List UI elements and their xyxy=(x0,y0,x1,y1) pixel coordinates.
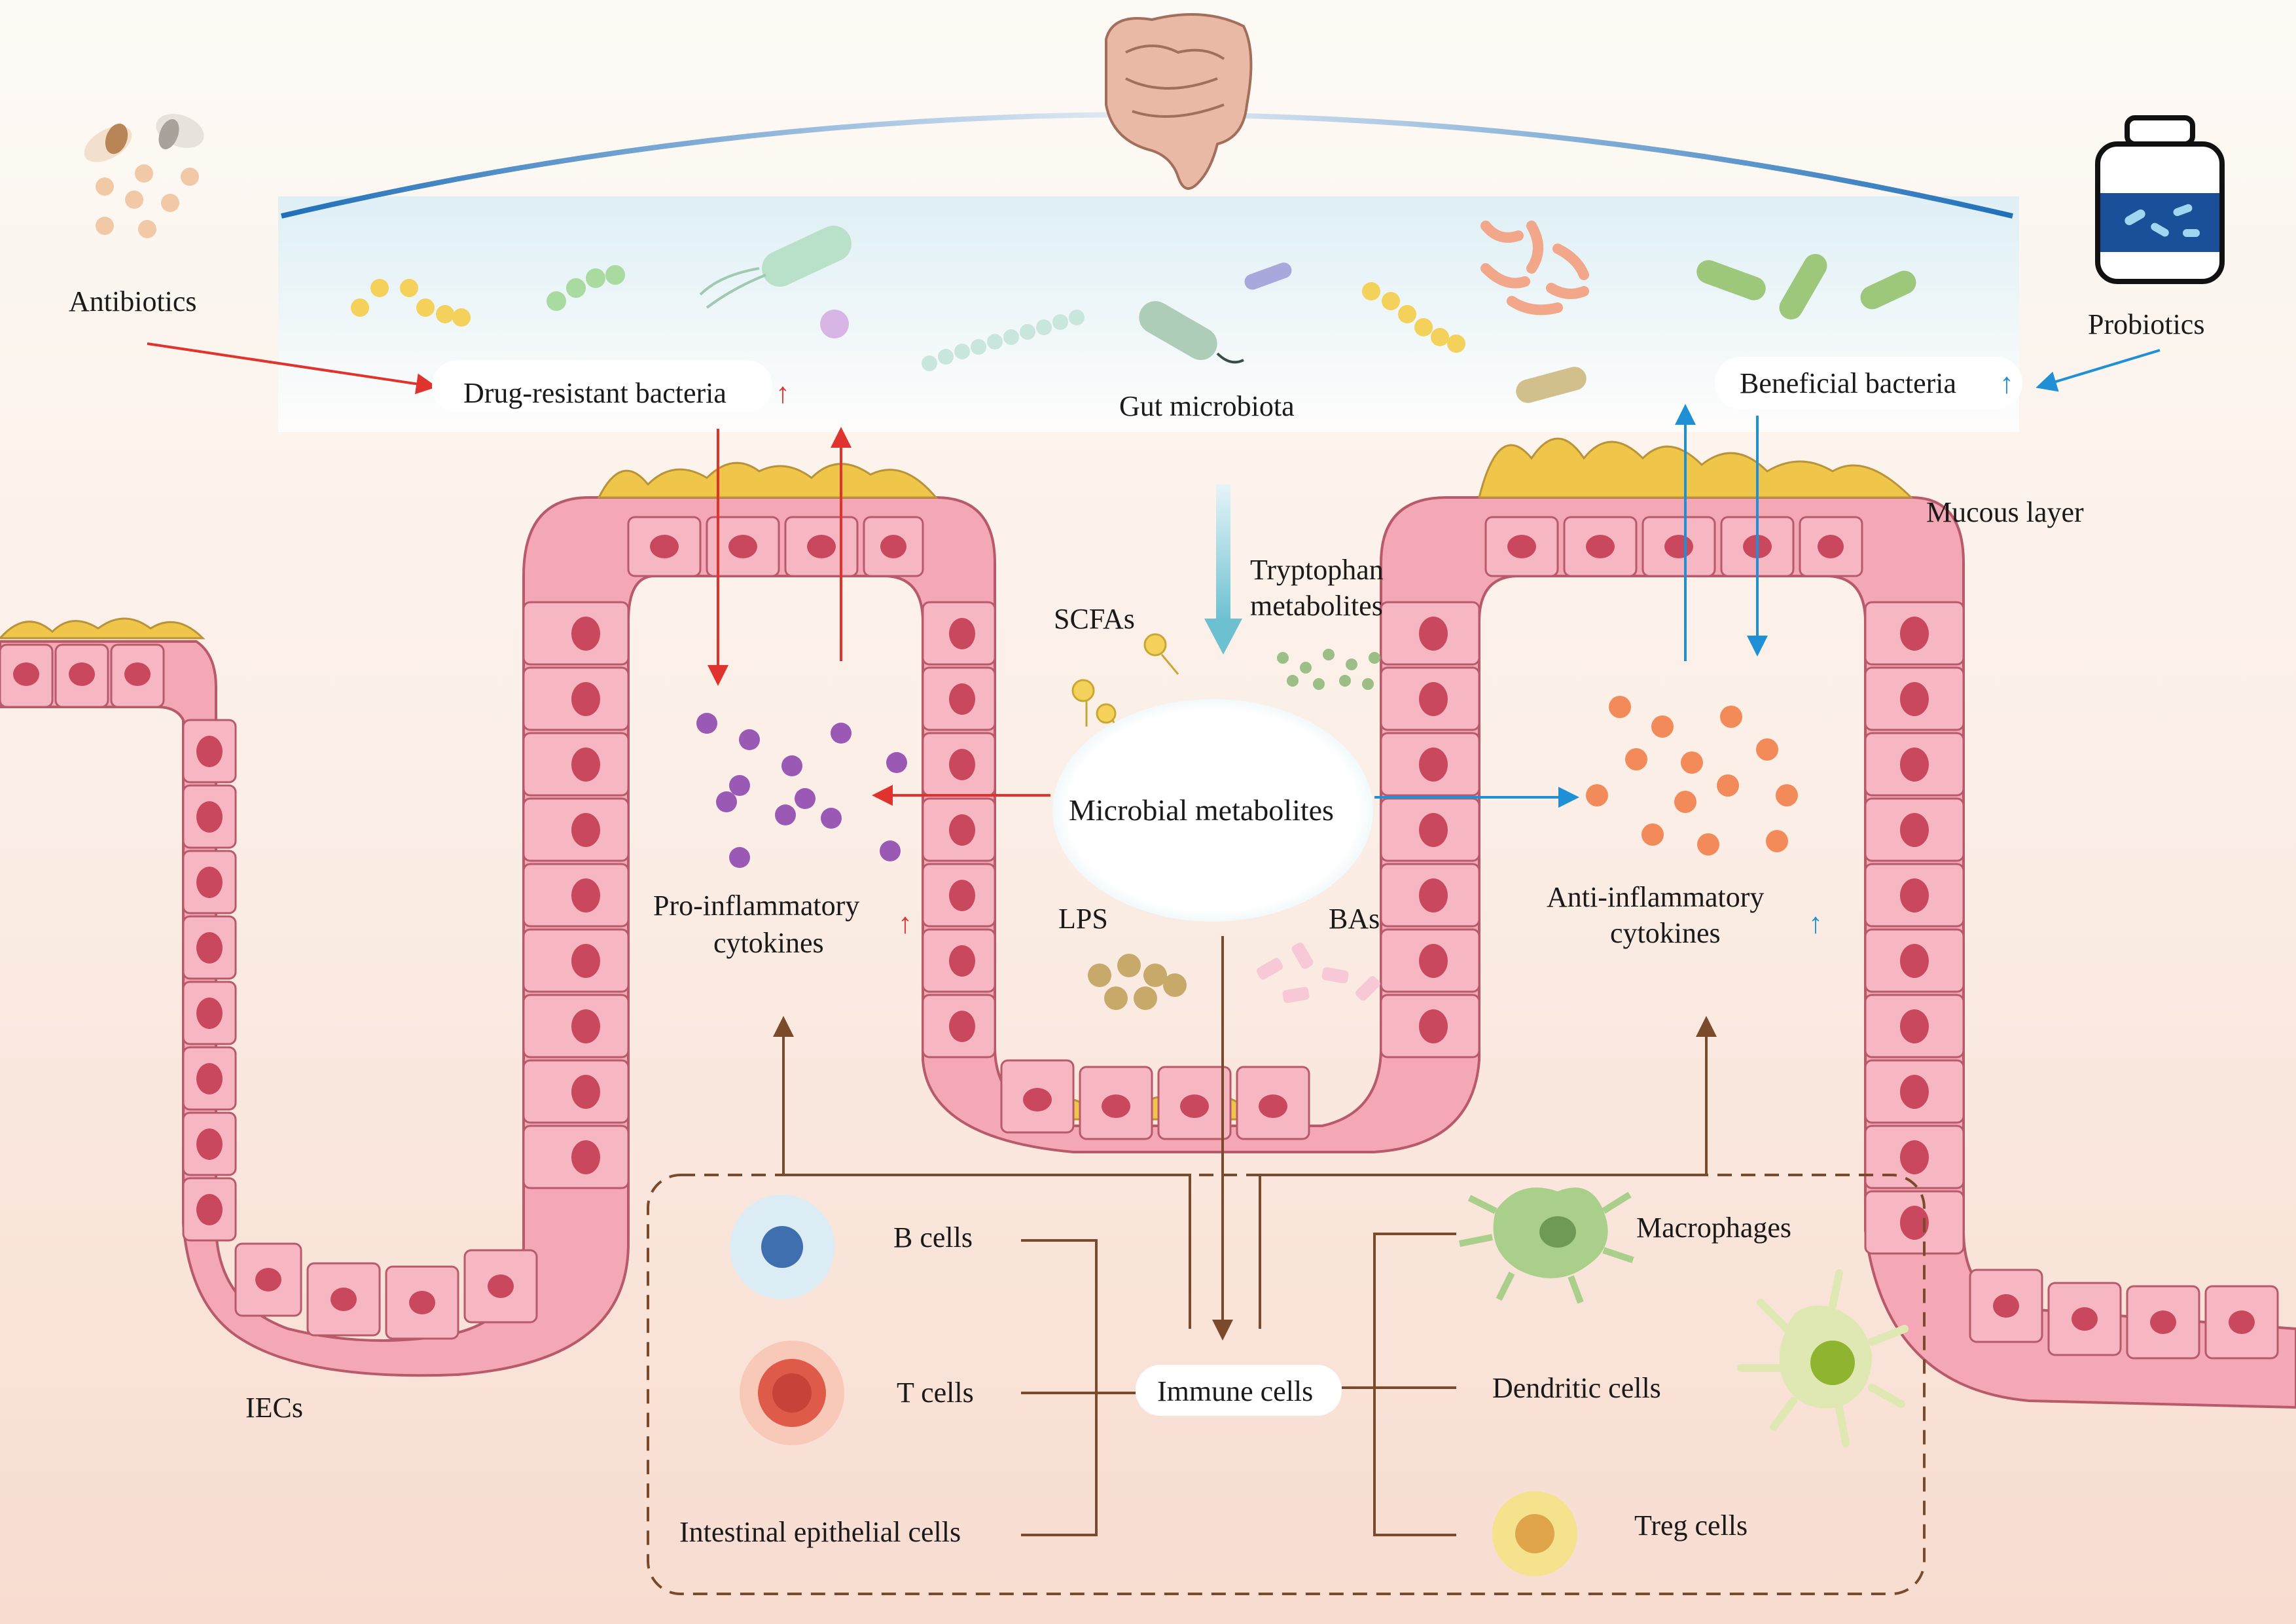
scfas-label: SCFAs xyxy=(1054,603,1135,635)
b-cell-icon xyxy=(730,1195,834,1299)
ba-molecules xyxy=(1256,942,1380,1003)
probiotic-bottle-icon xyxy=(2095,115,2225,284)
microbiota-to-metabolites-arrow xyxy=(1204,484,1242,655)
t-cell-icon xyxy=(740,1341,844,1445)
bas-label: BAs xyxy=(1329,903,1380,935)
probiotics-label: Probiotics xyxy=(2088,308,2204,340)
intestinal-epithelial-cells-label: Intestinal epithelial cells xyxy=(679,1516,961,1548)
macrophages-label: Macrophages xyxy=(1636,1212,1791,1244)
lps-molecules xyxy=(1088,954,1187,1010)
anti-inflammatory-up-arrow: ↑ xyxy=(1808,907,1823,939)
bracket-lines xyxy=(1021,1233,1456,1536)
immune-cells-label: Immune cells xyxy=(1157,1375,1313,1407)
tryptophan-label-2: metabolites xyxy=(1250,590,1383,622)
bacterium-icon xyxy=(351,221,1916,403)
drug-resistant-label: Drug-resistant bacteria xyxy=(463,377,726,409)
treg-cells-label: Treg cells xyxy=(1634,1509,1748,1542)
tryptophan-molecules xyxy=(1277,649,1380,690)
gut-icon xyxy=(1105,13,1253,190)
drug-resistant-up-arrow: ↑ xyxy=(776,377,790,409)
t-cells-label: T cells xyxy=(897,1377,974,1409)
anti-inflammatory-label-1: Anti-inflammatory xyxy=(1547,881,1764,913)
pro-inflammatory-cytokines xyxy=(696,713,907,868)
cell-nuclei xyxy=(13,535,2255,1334)
mucous-layer-label: Mucous layer xyxy=(1926,496,2084,528)
red-arrows xyxy=(147,342,1050,806)
pro-inflammatory-up-arrow: ↑ xyxy=(898,907,912,939)
tryptophan-label-1: Tryptophan xyxy=(1250,554,1384,586)
b-cells-label: B cells xyxy=(893,1221,973,1254)
drug-resistant-bg xyxy=(432,360,772,412)
blue-arrows xyxy=(1374,349,2161,808)
pill-icon xyxy=(84,113,204,238)
lps-label: LPS xyxy=(1058,903,1108,935)
antibiotics-label: Antibiotics xyxy=(69,285,197,317)
beneficial-bg xyxy=(1715,357,2022,409)
pro-inflammatory-label-1: Pro-inflammatory xyxy=(653,890,859,922)
immune-cells-bg xyxy=(1136,1365,1342,1416)
scfa-molecules xyxy=(1071,633,1179,734)
immune-box xyxy=(647,1174,1926,1595)
macrophage-icon xyxy=(1459,1187,1634,1304)
microbial-metabolites-label: Microbial metabolites xyxy=(1069,793,1334,827)
dendritic-cells-label: Dendritic cells xyxy=(1492,1372,1661,1404)
gut-microbiota-label: Gut microbiota xyxy=(1119,390,1295,422)
treg-cell-icon xyxy=(1492,1491,1577,1576)
anti-inflammatory-cytokines xyxy=(1586,696,1798,856)
dendritic-cell-icon xyxy=(1737,1269,1909,1447)
pro-inflammatory-label-2: cytokines xyxy=(713,927,824,959)
labels: Antibiotics Probiotics Drug-resistant ba… xyxy=(69,285,2204,1548)
anti-inflammatory-label-2: cytokines xyxy=(1610,917,1721,949)
beneficial-label: Beneficial bacteria xyxy=(1740,367,1956,399)
microbial-metabolites-ellipse xyxy=(1052,699,1373,922)
beneficial-up-arrow: ↑ xyxy=(2000,367,2014,399)
iecs-label: IECs xyxy=(245,1392,303,1424)
